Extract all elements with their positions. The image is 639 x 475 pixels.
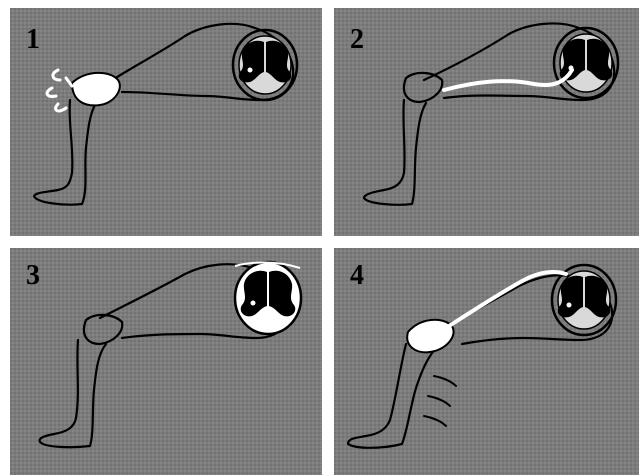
panel-number: 2: [350, 24, 364, 55]
spinal-cord: [554, 28, 618, 98]
panel-4: 4: [334, 248, 639, 475]
spinal-cord-activated: [235, 262, 301, 334]
panel-2: 2: [334, 8, 639, 236]
panel-number: 3: [26, 260, 40, 291]
panel-3: 3: [10, 248, 322, 475]
panel-1: 1: [10, 8, 322, 236]
panel-number: 4: [350, 260, 364, 291]
spinal-cord: [233, 30, 297, 100]
panel-number: 1: [26, 24, 40, 55]
spinal-cord: [552, 265, 616, 335]
